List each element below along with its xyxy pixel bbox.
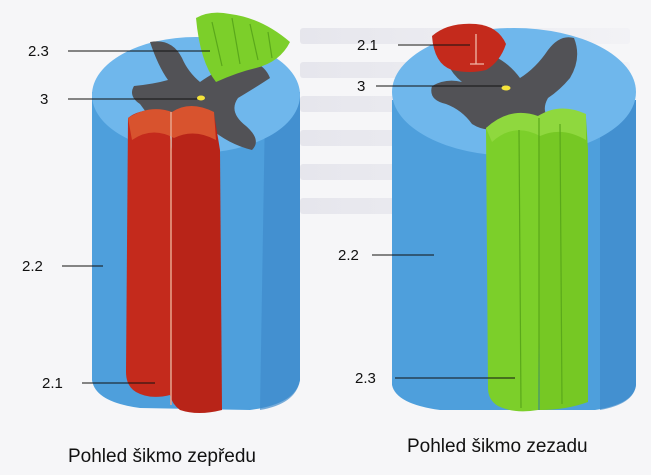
left-anterior-tract-column-1 bbox=[126, 110, 172, 397]
left-anterior-tract-column-2 bbox=[170, 111, 222, 413]
left-body-shade bbox=[260, 92, 300, 410]
right-label-posterior: 2.1 bbox=[357, 37, 378, 54]
left-label-lateral: 2.2 bbox=[22, 258, 43, 275]
right-body-shade bbox=[600, 100, 636, 410]
left-label-posterior: 2.3 bbox=[28, 43, 49, 60]
right-anterior-tract-column-2 bbox=[538, 111, 588, 410]
right-anterior-tract-column-1 bbox=[486, 115, 540, 411]
left-label-canal: 3 bbox=[40, 91, 48, 108]
right-label-canal: 3 bbox=[357, 78, 365, 95]
left-central-canal bbox=[197, 96, 205, 101]
right-label-anterior: 2.3 bbox=[355, 370, 376, 387]
right-central-canal bbox=[502, 86, 511, 91]
left-label-anterior: 2.1 bbox=[42, 375, 63, 392]
right-label-lateral: 2.2 bbox=[338, 247, 359, 264]
left-spinal-cord-segment bbox=[92, 13, 300, 413]
right-spinal-cord-segment bbox=[392, 24, 636, 412]
right-caption: Pohled šikmo zezadu bbox=[407, 436, 588, 457]
left-caption: Pohled šikmo zepředu bbox=[68, 446, 256, 467]
